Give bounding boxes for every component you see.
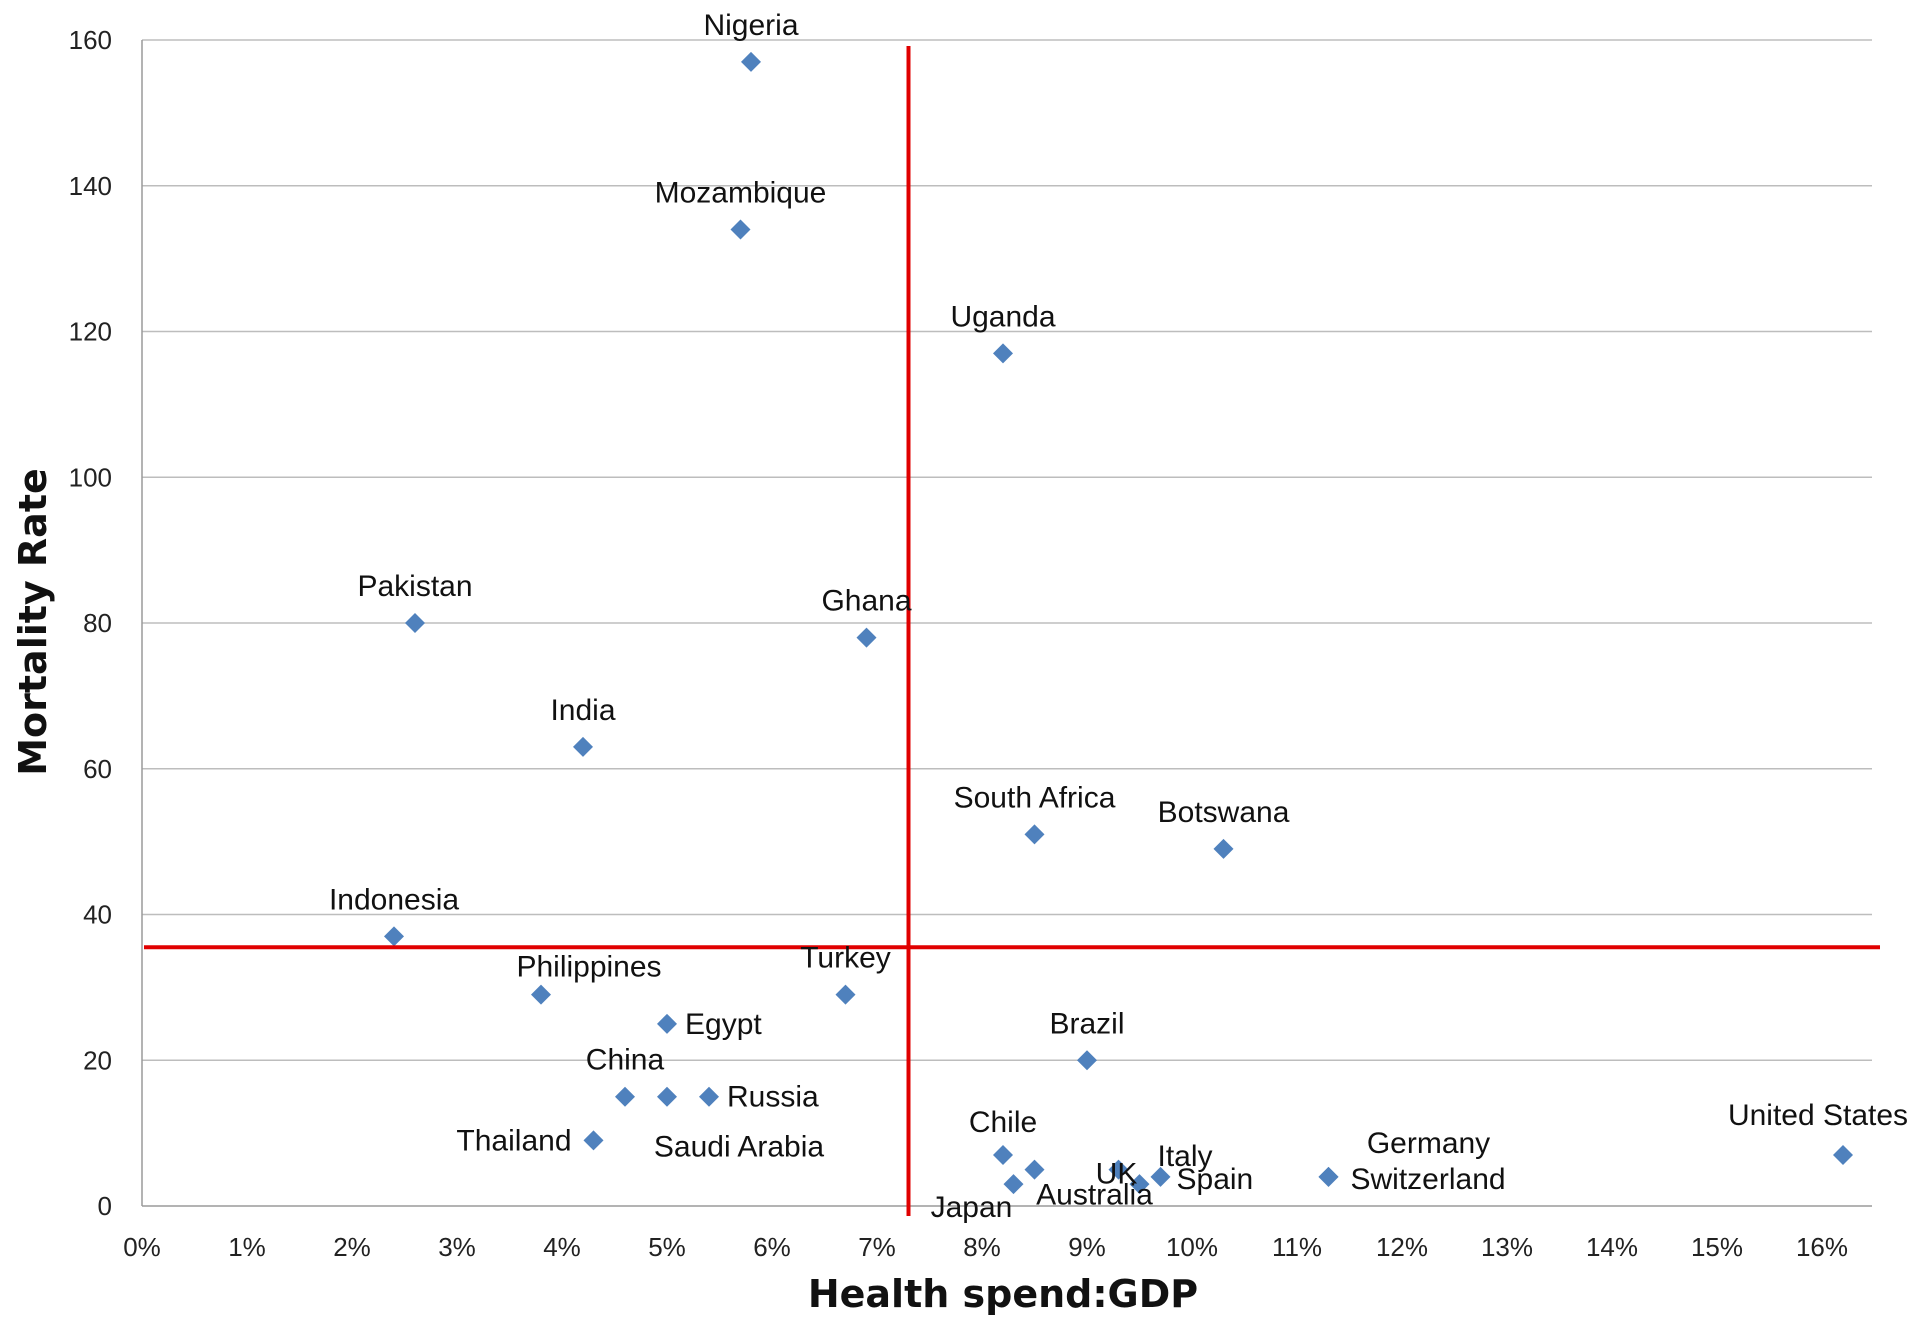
data-point-marker — [835, 984, 856, 1005]
data-point-label: Thailand — [456, 1124, 571, 1157]
data-point-marker — [993, 1144, 1013, 1165]
x-tick-label: 1% — [228, 1232, 266, 1262]
x-tick-label: 6% — [753, 1232, 791, 1262]
data-point-marker — [1150, 1166, 1171, 1187]
data-point-marker — [1024, 824, 1045, 845]
x-tick-label: 2% — [333, 1232, 371, 1262]
data-point-marker — [573, 736, 593, 757]
data-point-label: Saudi Arabia — [654, 1131, 824, 1164]
data-point-label: Indonesia — [329, 883, 459, 916]
data-point-marker — [531, 984, 551, 1005]
data-point-marker — [730, 219, 751, 240]
data-point-label: Japan — [931, 1191, 1013, 1224]
data-point-label: India — [550, 694, 615, 727]
y-axis-title: Mortality Rate — [11, 468, 55, 776]
data-point-marker — [1833, 1144, 1853, 1165]
y-tick-label: 140 — [69, 171, 112, 201]
data-point-marker — [1318, 1166, 1339, 1187]
data-point-label: China — [586, 1044, 665, 1077]
x-tick-label: 3% — [438, 1232, 476, 1262]
data-point-label: United States — [1728, 1099, 1908, 1132]
data-point-marker — [1108, 1159, 1129, 1180]
y-tick-label: 0 — [98, 1191, 112, 1221]
data-point-label: Egypt — [685, 1008, 762, 1041]
y-tick-label: 160 — [69, 25, 112, 55]
data-point-marker — [384, 926, 404, 947]
data-point-label: South Africa — [954, 781, 1116, 814]
x-tick-label: 11% — [1272, 1232, 1322, 1262]
reference-lines — [144, 46, 1880, 1216]
y-tick-label: 60 — [83, 754, 112, 784]
data-point-marker — [699, 1086, 719, 1107]
y-tick-label: 20 — [83, 1045, 112, 1075]
x-tick-label: 12% — [1376, 1232, 1428, 1262]
x-tick-label: 7% — [858, 1232, 896, 1262]
data-point-marker — [1024, 1159, 1045, 1180]
y-tick-label: 40 — [83, 900, 112, 930]
y-tick-label: 80 — [83, 608, 112, 638]
data-point-marker — [856, 627, 877, 648]
x-tick-label: 13% — [1481, 1232, 1533, 1262]
x-tick-label: 0% — [123, 1232, 161, 1262]
x-tick-label: 10% — [1166, 1232, 1218, 1262]
x-tick-label: 14% — [1586, 1232, 1638, 1262]
data-point-marker — [657, 1086, 677, 1107]
data-point-label: Brazil — [1049, 1007, 1124, 1040]
data-point-label: Philippines — [516, 951, 661, 984]
axes — [141, 40, 1872, 1207]
y-tick-label: 120 — [69, 317, 112, 347]
x-tick-label: 16% — [1796, 1232, 1848, 1262]
data-point-label: Pakistan — [357, 570, 472, 603]
x-tick-label: 5% — [648, 1232, 686, 1262]
data-point-marker — [657, 1013, 677, 1034]
data-point-label: Switzerland — [1351, 1163, 1506, 1196]
data-point-label: Ghana — [821, 585, 911, 618]
data-points — [384, 51, 1853, 1195]
x-tick-label: 15% — [1691, 1232, 1743, 1262]
data-point-marker — [993, 343, 1013, 364]
data-point-label: UK — [1096, 1158, 1138, 1191]
x-tick-label: 9% — [1068, 1232, 1106, 1262]
data-point-marker — [583, 1130, 604, 1151]
data-point-marker — [1077, 1050, 1097, 1071]
y-tick-label: 100 — [69, 462, 112, 492]
data-point-marker — [405, 613, 425, 633]
data-point-label: Uganda — [950, 300, 1055, 333]
y-tick-labels: 0 20 40 60 80 100 120 140 160 — [69, 25, 112, 1221]
x-tick-labels: 0% 1% 2% 3% 4% 5% 6% 7% 8% 9% 10% 11% 12% 13% 14% 15% 16… — [123, 1232, 1848, 1262]
data-point-label: Germany — [1367, 1127, 1490, 1160]
data-point-marker — [1003, 1174, 1024, 1195]
data-point-marker — [1213, 838, 1234, 859]
data-point-label: Botswana — [1158, 796, 1290, 829]
data-point-marker — [615, 1086, 635, 1107]
data-point-marker — [741, 51, 761, 72]
x-axis-title: Health spend:GDP — [808, 1272, 1198, 1316]
data-point-label: Turkey — [800, 942, 891, 975]
data-point-label: Russia — [727, 1081, 819, 1114]
x-tick-label: 4% — [543, 1232, 581, 1262]
x-tick-label: 8% — [963, 1232, 1001, 1262]
data-point-label: Chile — [969, 1106, 1037, 1139]
gridlines — [142, 39, 1872, 1061]
data-point-label: Italy — [1158, 1140, 1213, 1173]
data-point-label: Spain — [1177, 1163, 1254, 1196]
data-point-marker — [1129, 1174, 1150, 1195]
data-point-label: Australia — [1036, 1179, 1153, 1212]
data-point-label: Mozambique — [655, 176, 827, 209]
data-point-label: Nigeria — [703, 9, 798, 42]
